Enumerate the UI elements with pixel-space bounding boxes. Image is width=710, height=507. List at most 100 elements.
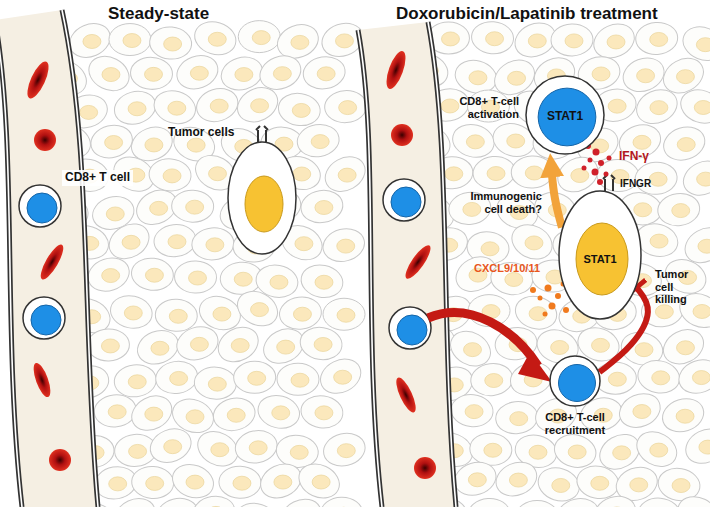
tissue-cell xyxy=(172,322,222,365)
tissue-cell-part xyxy=(694,100,710,114)
tissue-cell-part xyxy=(107,292,155,332)
ifn-gamma-dots-part xyxy=(588,158,593,163)
tissue-cell-part xyxy=(315,275,333,289)
tissue-cell xyxy=(148,25,193,61)
tissue-cell-part xyxy=(278,295,324,332)
chemokine-dots-part xyxy=(563,307,569,313)
tissue-cell xyxy=(232,81,284,129)
tissue-cell-part xyxy=(293,167,311,181)
tissue-cell-part xyxy=(298,262,345,301)
tissue-cell-part xyxy=(631,83,682,129)
tissue-cell xyxy=(449,120,497,161)
tissue-cell xyxy=(218,465,261,498)
tissue-cell-part xyxy=(672,204,690,218)
tissue-cell xyxy=(152,223,197,259)
tissue-cell-part xyxy=(469,71,487,85)
tissue-cell xyxy=(324,89,368,124)
tissue-cell-part xyxy=(314,337,332,351)
tissue-cell-part xyxy=(635,357,682,396)
tissue-cell xyxy=(191,17,241,60)
tissue-cell xyxy=(680,422,710,470)
chemokine-dots-part xyxy=(545,285,552,292)
tissue-cell-part xyxy=(171,189,214,222)
tissue-cell xyxy=(174,260,217,293)
node-label: STAT1 xyxy=(583,253,616,266)
tissue-cell xyxy=(275,493,327,507)
tissue-cell-part xyxy=(102,68,120,82)
tissue-cell-part xyxy=(635,343,653,357)
tissue-cell-part xyxy=(505,273,523,287)
tissue-cell-part xyxy=(213,307,231,321)
tissue-cell-part xyxy=(320,497,363,507)
text-label: CXCL9/10/11 xyxy=(474,262,540,275)
tissue-cell-part xyxy=(124,306,142,320)
red-blood-cell-part xyxy=(37,242,67,283)
tissue-cell xyxy=(494,400,539,436)
tissue-cell-part xyxy=(145,423,196,468)
nucleus xyxy=(538,88,596,146)
tissue-cell-part xyxy=(608,99,626,113)
tissue-cell-part xyxy=(295,237,313,251)
text-label: IFN-γ xyxy=(619,150,649,164)
tissue-cell-part xyxy=(186,475,204,489)
tissue-cell-part xyxy=(299,187,345,225)
tissue-cell-part xyxy=(151,341,169,355)
tissue-cell-part xyxy=(299,393,345,431)
tissue-cell-part xyxy=(150,86,199,128)
tissue-cell xyxy=(83,50,135,98)
tissue-cell-part xyxy=(481,242,499,256)
tissue-cell-part xyxy=(255,391,303,432)
tissue-cell-part xyxy=(154,298,198,332)
ifn-gamma-dots-part xyxy=(592,169,599,176)
tissue-cell-part xyxy=(699,440,710,454)
tissue-cell-part xyxy=(485,374,503,388)
tissue-cell xyxy=(87,121,135,162)
blood-vessel-part xyxy=(0,10,98,507)
tissue-cell-part xyxy=(129,444,147,458)
tissue-cell-part xyxy=(145,138,163,152)
tissue-cell-part xyxy=(93,393,138,429)
tissue-cell-part xyxy=(637,69,655,83)
tissue-cell-part xyxy=(295,122,341,160)
tissue-cell xyxy=(450,393,495,429)
tissue-cell-part xyxy=(168,235,186,249)
blood-vessel-part xyxy=(0,20,22,507)
chemokine-dots-part xyxy=(538,296,543,301)
tissue-cell-part xyxy=(510,412,528,426)
tissue-cell-part xyxy=(109,492,161,507)
tissue-cell xyxy=(635,21,679,56)
text-label: Tumor cells xyxy=(168,126,234,140)
tissue-cell xyxy=(255,391,303,432)
tissue-cell-part xyxy=(676,70,694,84)
red-blood-cell-part xyxy=(402,242,435,282)
recruitment-arrow-part xyxy=(518,352,552,382)
tissue-cell-part xyxy=(491,456,542,502)
tissue-cell-part xyxy=(84,253,134,297)
tissue-cell xyxy=(148,157,193,193)
blood-vessel xyxy=(0,10,456,507)
tissue-cell xyxy=(131,465,175,500)
tissue-cell xyxy=(278,295,324,332)
connector-arrow xyxy=(552,170,562,228)
blood-vessel-part xyxy=(62,10,98,507)
tissue-cell xyxy=(84,253,134,297)
cell-membrane xyxy=(526,76,604,154)
tissue-cell xyxy=(107,292,155,332)
tissue-cell-part xyxy=(592,67,610,81)
tissue-cell-part xyxy=(145,67,163,81)
tissue-cell-part xyxy=(552,478,570,492)
tissue-cell-part xyxy=(469,431,514,467)
tissue-cell-part xyxy=(672,490,710,507)
ifn-gamma-dots-part xyxy=(604,172,609,177)
tissue-cell-part xyxy=(445,167,463,181)
tissue-cell-part xyxy=(554,495,602,507)
tissue-cell-part xyxy=(529,307,547,321)
chemokine-dots-part xyxy=(530,287,536,293)
tissue-cell-part xyxy=(650,443,668,457)
tissue-cell-part xyxy=(650,101,668,115)
tissue-cell-part xyxy=(123,34,141,48)
tissue-cell-part xyxy=(680,422,710,470)
tissue-cell-part xyxy=(607,35,625,49)
tissue-cell-part xyxy=(635,21,679,56)
